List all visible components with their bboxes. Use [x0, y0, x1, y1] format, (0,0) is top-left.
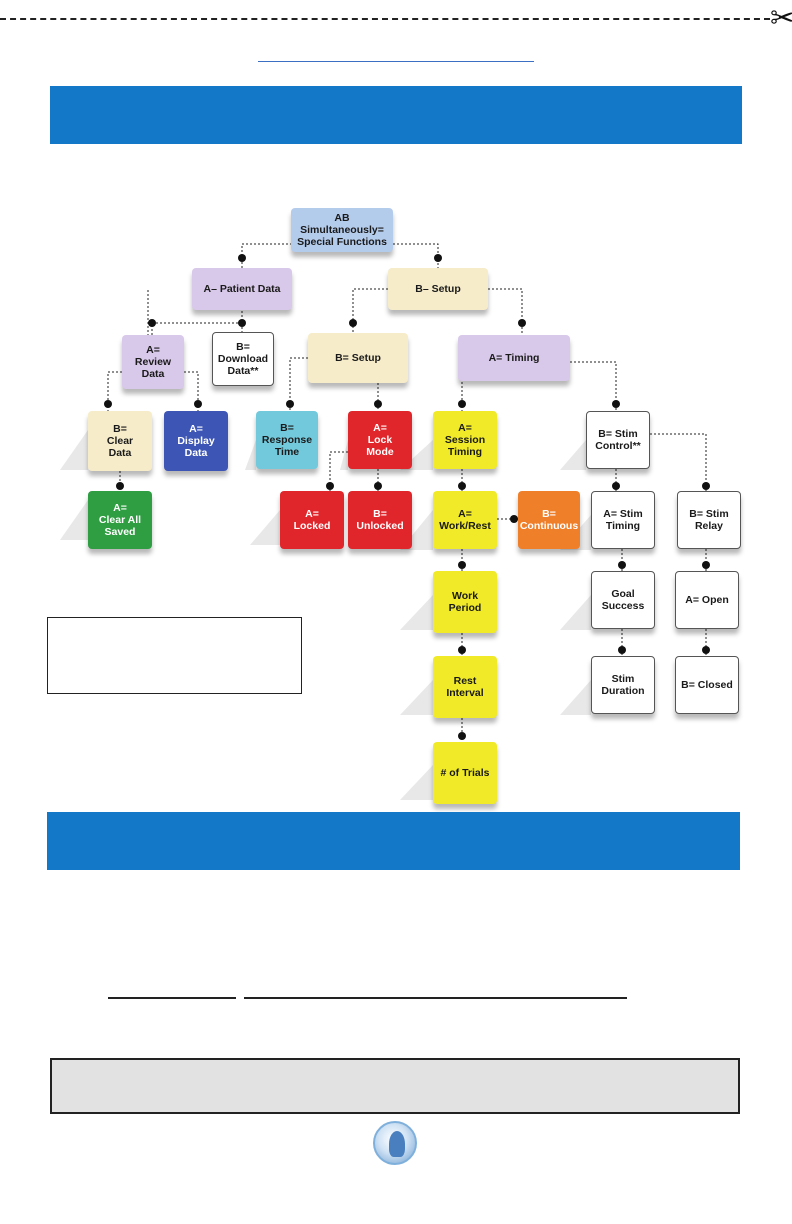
- tree-node-download: B= Download Data**: [212, 332, 274, 386]
- tree-connector: [329, 451, 348, 491]
- connector-dot: [612, 482, 620, 490]
- tree-node-goal: Goal Success: [591, 571, 655, 629]
- section-band: [47, 812, 740, 870]
- shadow-sweep: [560, 595, 591, 630]
- shadow-sweep: [60, 500, 88, 540]
- connector-dot: [434, 254, 442, 262]
- logo-figure: [389, 1131, 405, 1157]
- shadow-sweep: [60, 430, 88, 470]
- connector-dot: [238, 319, 246, 327]
- tree-node-stimdur: Stim Duration: [591, 656, 655, 714]
- connector-dot: [238, 254, 246, 262]
- tree-connector: [650, 433, 707, 491]
- connector-dot: [148, 319, 156, 327]
- connector-dot: [374, 482, 382, 490]
- tree-node-root: AB Simultaneously= Special Functions: [291, 208, 393, 252]
- shadow-sweep: [400, 765, 433, 800]
- tree-connector: [241, 243, 291, 268]
- field-rule-long: [244, 997, 627, 999]
- connector-dot: [349, 319, 357, 327]
- tree-node-patient: A– Patient Data: [192, 268, 292, 310]
- tree-node-trials: # of Trials: [433, 742, 497, 804]
- connector-dot: [374, 400, 382, 408]
- tree-connector: [570, 361, 617, 411]
- tree-node-rest: Rest Interval: [433, 656, 497, 718]
- connector-dot: [612, 400, 620, 408]
- tree-connector: [184, 371, 199, 411]
- tree-node-continuous: B= Continuous: [518, 491, 580, 549]
- shadow-sweep: [400, 595, 433, 630]
- tree-node-review: A= Review Data: [122, 335, 184, 389]
- shadow-sweep: [340, 440, 348, 470]
- connector-dot: [618, 646, 626, 654]
- header-band: [50, 86, 742, 144]
- tree-node-timing: A= Timing: [458, 335, 570, 381]
- connector-dot: [702, 482, 710, 490]
- tree-connector: [107, 371, 122, 411]
- legend-box: [47, 617, 302, 694]
- shadow-sweep: [250, 510, 280, 545]
- shadow-sweep: [400, 680, 433, 715]
- tree-connector: [352, 288, 388, 333]
- connector-dot: [458, 561, 466, 569]
- tree-connector: [488, 288, 523, 335]
- tree-node-closed: B= Closed: [675, 656, 739, 714]
- tree-node-session: A= Session Timing: [433, 411, 497, 469]
- connector-dot: [286, 400, 294, 408]
- note-box: [50, 1058, 740, 1114]
- tree-node-locked: A= Locked: [280, 491, 344, 549]
- connector-dot: [702, 646, 710, 654]
- link-underline: [258, 61, 534, 62]
- tree-node-stimctrl: B= Stim Control**: [586, 411, 650, 469]
- tree-node-workrest: A= Work/Rest: [433, 491, 497, 549]
- tree-node-lockmode: A= Lock Mode: [348, 411, 412, 469]
- tree-node-unlocked: B= Unlocked: [348, 491, 412, 549]
- tree-node-open: A= Open: [675, 571, 739, 629]
- shadow-sweep: [560, 680, 591, 715]
- connector-dot: [116, 482, 124, 490]
- tree-node-clearall: A= Clear All Saved: [88, 491, 152, 549]
- connector-dot: [458, 646, 466, 654]
- shadow-sweep: [245, 440, 256, 470]
- connector-dot: [518, 319, 526, 327]
- shadow-sweep: [560, 440, 586, 470]
- connector-dot: [458, 732, 466, 740]
- tree-node-display: A= Display Data: [164, 411, 228, 471]
- tree-connector: [151, 310, 243, 335]
- field-rule-short: [108, 997, 236, 999]
- tree-node-workperiod: Work Period: [433, 571, 497, 633]
- logo-icon: [373, 1121, 417, 1165]
- tree-node-stimrelay: B= Stim Relay: [677, 491, 741, 549]
- tree-node-response: B= Response Time: [256, 411, 318, 469]
- scissors-icon: ✂: [770, 1, 792, 36]
- connector-dot: [458, 482, 466, 490]
- connector-dot: [194, 400, 202, 408]
- connector-dot: [618, 561, 626, 569]
- tree-node-setup_top: B– Setup: [388, 268, 488, 310]
- connector-dot: [510, 515, 518, 523]
- tree-node-stimtiming: A= Stim Timing: [591, 491, 655, 549]
- cut-line: [0, 18, 770, 20]
- connector-dot: [702, 561, 710, 569]
- tree-connector: [393, 243, 439, 268]
- tree-node-setup: B= Setup: [308, 333, 408, 383]
- connector-dot: [458, 400, 466, 408]
- connector-dot: [326, 482, 334, 490]
- connector-dot: [104, 400, 112, 408]
- tree-connector: [289, 357, 308, 411]
- tree-node-clear: B= Clear Data: [88, 411, 152, 471]
